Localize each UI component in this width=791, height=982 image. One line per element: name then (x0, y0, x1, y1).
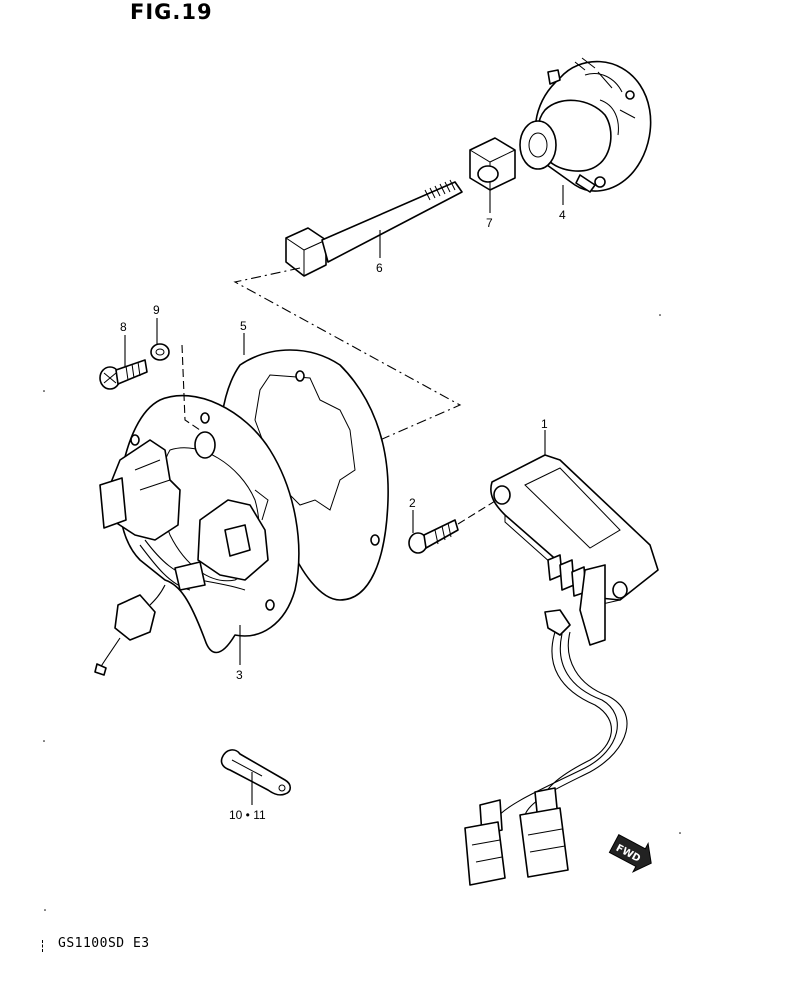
fwd-arrow-badge: FWD (608, 834, 652, 873)
part-4-signal-generator (519, 57, 652, 193)
callout-labels: 1 2 3 4 5 6 7 8 9 10 • 11 (120, 208, 566, 822)
part-6-bolt (285, 179, 463, 277)
figure-title: FIG.19 (130, 0, 213, 24)
part-1-ignitor-unit (464, 454, 659, 886)
callout-1: 1 (541, 417, 548, 431)
part-7-nut (469, 137, 516, 191)
callout-6: 6 (376, 261, 383, 275)
callout-5: 5 (240, 319, 247, 333)
part-8-screw (99, 359, 148, 390)
part-2-screw (408, 519, 459, 554)
scan-specks (43, 314, 681, 911)
callout-8: 8 (120, 320, 127, 334)
callout-10-11: 10 • 11 (229, 808, 266, 822)
part-10-11-clamp (220, 749, 292, 796)
part-9-washer (150, 343, 170, 361)
margin-tick (42, 940, 44, 952)
callout-4: 4 (559, 208, 566, 222)
part-3-base-plate (94, 394, 300, 676)
callout-3: 3 (236, 668, 243, 682)
callout-7: 7 (486, 216, 493, 230)
leader-lines (124, 185, 564, 805)
callout-9: 9 (153, 303, 160, 317)
callout-2: 2 (409, 496, 416, 510)
model-code: GS1100SD E3 (58, 936, 150, 951)
